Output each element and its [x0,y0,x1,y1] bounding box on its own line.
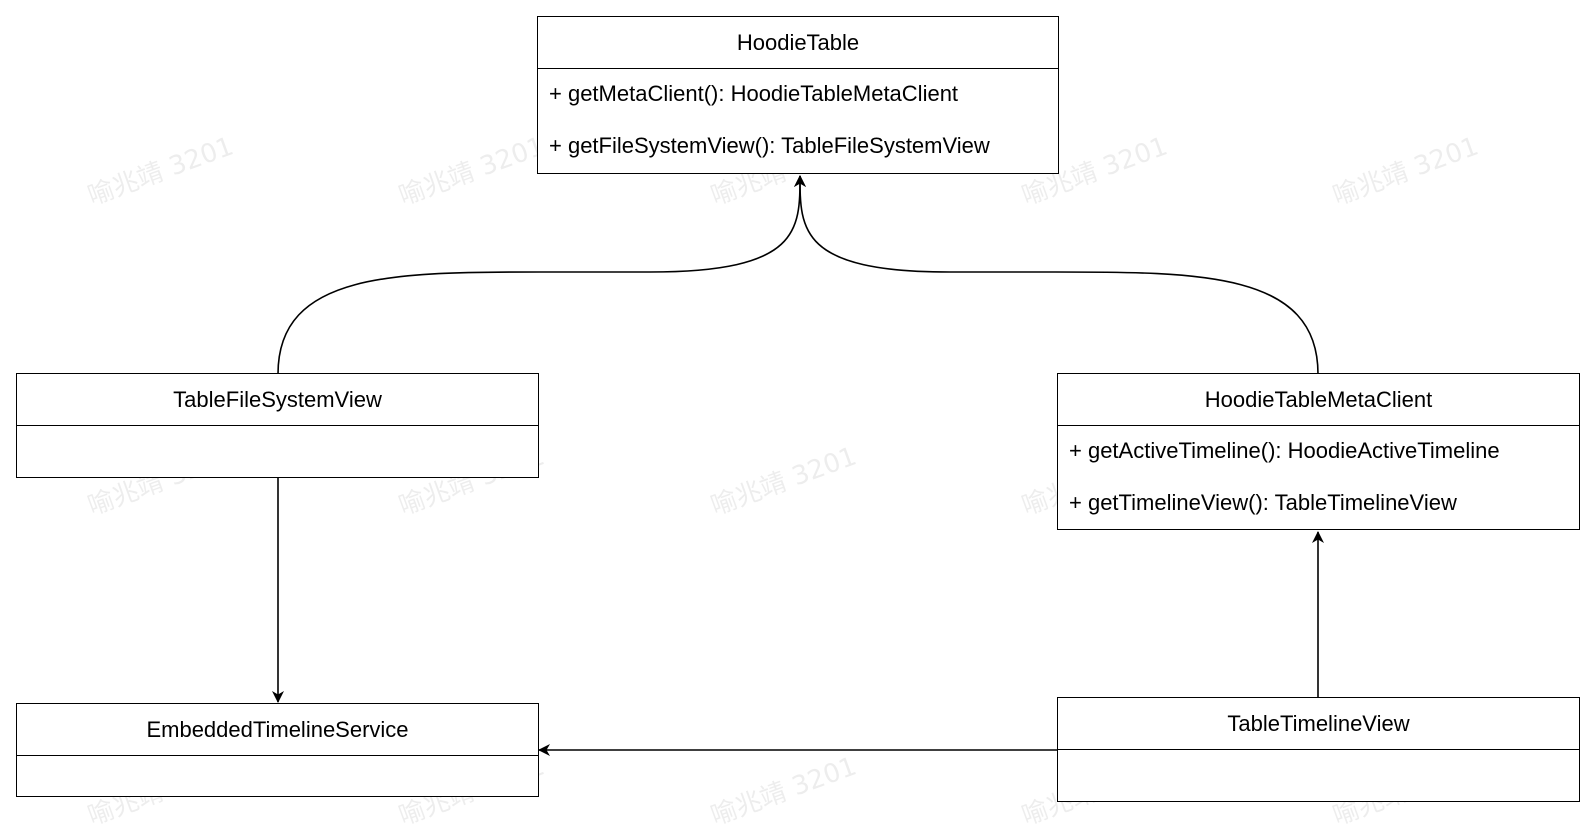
method-get-meta-client: + getMetaClient(): HoodieTableMetaClient [549,81,959,106]
method-get-active-timeline: + getActiveTimeline(): HoodieActiveTimel… [1069,438,1500,463]
method-get-file-system-view: + getFileSystemView(): TableFileSystemVi… [549,133,990,158]
method-get-timeline-view: + getTimelineView(): TableTimelineView [1069,490,1457,515]
connector-tablefilesystemview-to-hoodietable [277,175,806,375]
class-name: HoodieTableMetaClient [1058,374,1579,426]
class-hoodietable[interactable]: HoodieTable + getMetaClient(): HoodieTab… [537,16,1059,174]
class-embeddedtimelineservice[interactable]: EmbeddedTimelineService [16,703,539,797]
class-hoodietablemetaclient[interactable]: HoodieTableMetaClient + getActiveTimelin… [1057,373,1580,530]
class-tablefilesystemview[interactable]: TableFileSystemView [16,373,539,478]
class-tabletimelineview[interactable]: TableTimelineView [1057,697,1580,802]
class-name: EmbeddedTimelineService [17,704,538,756]
class-name: HoodieTable [538,17,1058,69]
class-name: TableTimelineView [1058,698,1579,750]
class-name: TableFileSystemView [17,374,538,426]
connector-hoodietablemetaclient-to-hoodietable [794,175,1319,375]
